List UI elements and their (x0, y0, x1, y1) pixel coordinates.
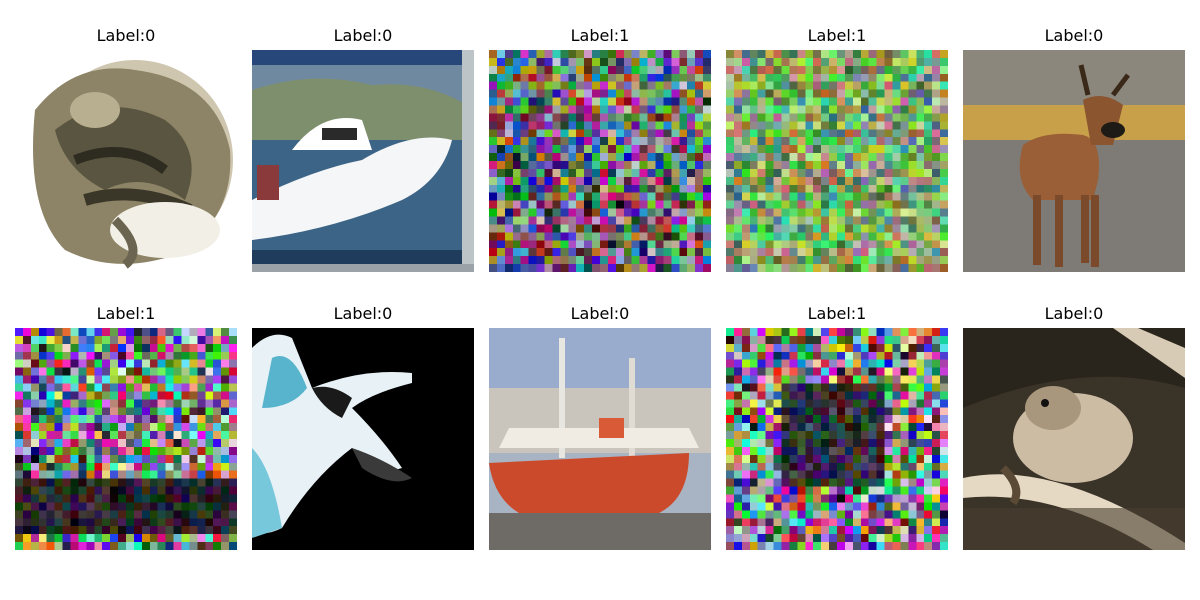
image-label: Label:1 (807, 304, 867, 323)
image-label: Label:1 (96, 304, 156, 323)
noisy-dark-image (726, 328, 948, 550)
image-label: Label:0 (1044, 304, 1104, 323)
noisy-animal-image (726, 50, 948, 272)
image-label: Label:0 (570, 304, 630, 323)
image-label: Label:1 (807, 26, 867, 45)
deer-image (963, 50, 1185, 272)
red-boat-image (489, 328, 711, 550)
airplane-image (252, 328, 474, 550)
image-label: Label:0 (333, 26, 393, 45)
image-label: Label:1 (570, 26, 630, 45)
image-label: Label:0 (1044, 26, 1104, 45)
speedboat-image (252, 50, 474, 272)
image-label: Label:0 (333, 304, 393, 323)
frog-image (15, 50, 237, 272)
image-label: Label:0 (96, 26, 156, 45)
noisy-boat-image (15, 328, 237, 550)
noise-image (489, 50, 711, 272)
bird-image (963, 328, 1185, 550)
